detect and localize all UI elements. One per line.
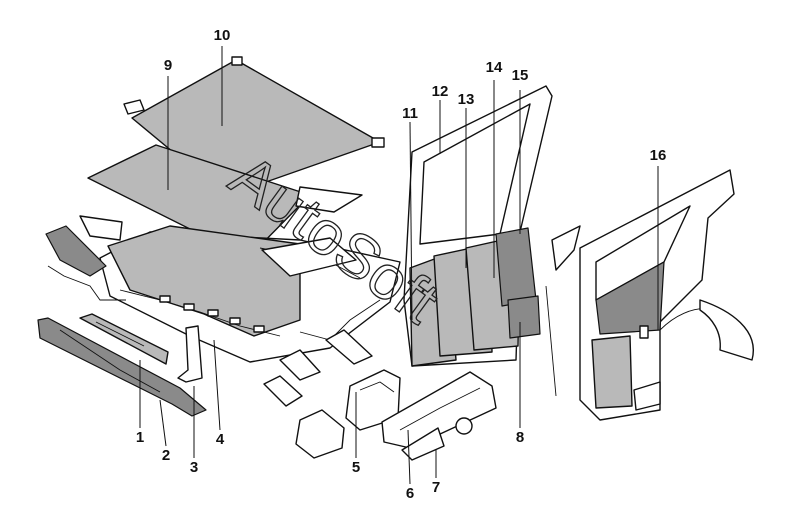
callout-1: 1 [136, 429, 144, 446]
callout-9: 9 [164, 57, 172, 74]
callout-5: 5 [352, 459, 360, 476]
callout-11: 11 [402, 105, 418, 122]
callout-16: 16 [650, 147, 667, 164]
floor-assembly [99, 225, 401, 363]
callout-2: 2 [162, 447, 170, 464]
callout-14: 14 [486, 59, 503, 76]
callout-12: 12 [432, 83, 449, 100]
callout-6: 6 [406, 485, 414, 502]
front-pillar [177, 325, 203, 383]
callout-15: 15 [512, 67, 529, 84]
leader-lines [139, 46, 659, 485]
callout-labels: 1 2 3 4 5 6 7 8 9 10 11 12 13 14 15 16 [136, 27, 667, 502]
floor-brackets [263, 329, 373, 407]
front-brackets [45, 215, 126, 301]
rear-door-frame [403, 85, 581, 397]
quarter-panel [579, 169, 754, 421]
callout-7: 7 [432, 479, 440, 496]
sill-bracket [295, 369, 401, 459]
callout-10: 10 [214, 27, 231, 44]
callout-4: 4 [216, 431, 225, 448]
callout-8: 8 [516, 429, 524, 446]
callout-13: 13 [458, 91, 475, 108]
radiator-support [79, 313, 169, 365]
callout-3: 3 [190, 459, 198, 476]
rear-sill-member [381, 371, 497, 449]
